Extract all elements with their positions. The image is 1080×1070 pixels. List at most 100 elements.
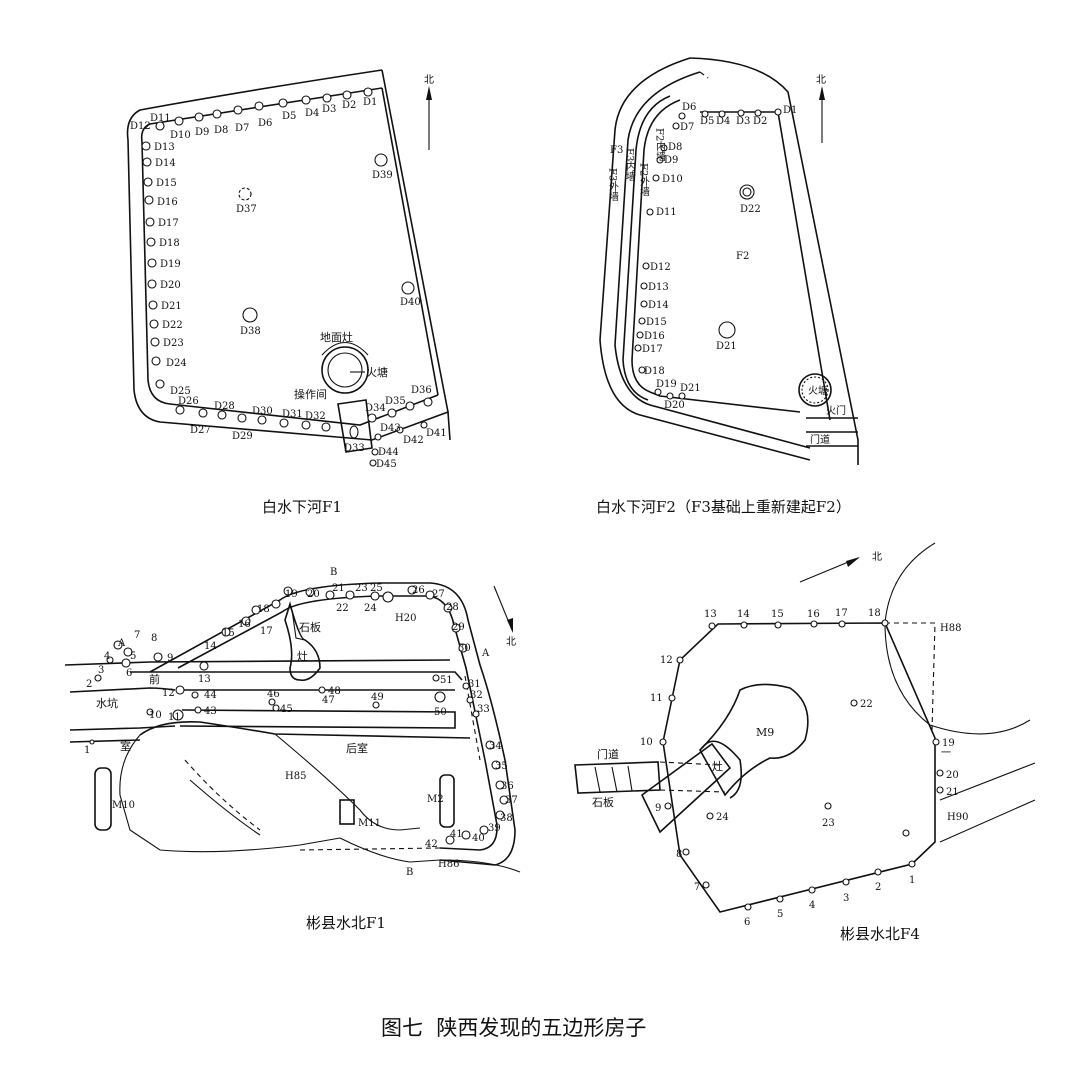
label: 20 — [946, 770, 959, 781]
label: D37 — [236, 204, 257, 215]
label: D28 — [214, 401, 235, 412]
label: D7 — [680, 122, 694, 133]
f2-firepit-label: 火塘 — [808, 384, 828, 397]
label: 12 — [660, 655, 673, 666]
label: 45 — [280, 704, 293, 715]
label: D22 — [740, 204, 761, 215]
m9-tomb — [699, 683, 809, 797]
f2-posts — [634, 108, 782, 400]
label: D17 — [158, 218, 179, 229]
label: D9 — [195, 127, 209, 138]
f3-outer-wall — [599, 57, 811, 461]
binxian-f4-stove-label: 灶 — [712, 760, 723, 773]
label: D32 — [305, 411, 326, 422]
label: D30 — [252, 406, 273, 417]
label: D21 — [161, 301, 182, 312]
caption-p2: 白水下河F2（F3基础上重新建起F2） — [596, 498, 851, 516]
label: D22 — [162, 320, 183, 331]
binxian-f4-posts — [659, 619, 944, 911]
label: D4 — [305, 108, 319, 119]
f1-post-d40 — [401, 281, 415, 295]
binxian-f1-outer-wall — [149, 582, 516, 866]
label: D9 — [664, 155, 678, 166]
figure-title: 图七 陕西发现的五边形房子 — [381, 1016, 646, 1040]
f1-posts-left — [141, 141, 165, 389]
label: 22 — [860, 699, 873, 710]
label: 6 — [126, 668, 132, 679]
label: D19 — [656, 379, 677, 390]
label: 17 — [260, 626, 273, 637]
f1-post-d37 — [238, 187, 252, 201]
label: H90 — [947, 812, 968, 823]
label: D27 — [190, 425, 211, 436]
m10-tomb — [94, 767, 112, 831]
label: 18 — [868, 608, 881, 619]
label: 7 — [694, 882, 700, 893]
label: D16 — [157, 197, 178, 208]
label: 46 — [267, 689, 280, 700]
label: D2 — [753, 116, 767, 127]
binxian-stove-label: 灶 — [297, 650, 308, 663]
label: M10 — [112, 800, 135, 811]
label: 37 — [505, 795, 518, 806]
label: D4 — [716, 116, 730, 127]
f1-posts-top — [155, 87, 373, 131]
label: 23 — [355, 583, 368, 594]
plan-binxian-f1: 北 — [64, 567, 521, 878]
label: 8 — [151, 633, 157, 644]
label: D39 — [372, 170, 393, 181]
north-arrow-icon: 北 — [799, 551, 882, 583]
label: D5 — [700, 116, 714, 127]
label: 6 — [744, 917, 750, 928]
label: D18 — [159, 238, 180, 249]
binxian-front-label: 前 — [149, 672, 160, 686]
label: 40 — [472, 833, 485, 844]
label: H86 — [438, 859, 459, 870]
label: D8 — [668, 142, 682, 153]
label: 31 — [468, 679, 481, 690]
north-label: 北 — [424, 74, 434, 86]
label: D26 — [178, 396, 199, 407]
label: 10 — [640, 737, 653, 748]
caption-p4: 彬县水北F4 — [840, 925, 920, 943]
f1-stove-label: 地面灶 — [320, 331, 353, 344]
label: D13 — [154, 142, 175, 153]
label: 24 — [364, 603, 377, 614]
label: 13 — [704, 609, 717, 620]
label: 9 — [655, 803, 661, 814]
label: 7 — [134, 630, 140, 641]
label: D1 — [363, 97, 377, 108]
f1-outer-wall — [126, 69, 451, 441]
label: 50 — [434, 707, 447, 718]
label: 27 — [432, 589, 445, 600]
label: 39 — [488, 823, 501, 834]
binxian-f4-stone-label: 石板 — [592, 795, 614, 809]
label: 15 — [771, 609, 784, 620]
f1-firepit — [321, 346, 369, 394]
label: 10 — [149, 710, 162, 721]
label: D10 — [170, 130, 191, 141]
label: A — [117, 638, 126, 649]
f1-firepit-label: 火塘 — [366, 365, 388, 379]
label: D24 — [166, 358, 187, 369]
label: 16 — [807, 609, 820, 620]
label: D5 — [282, 111, 296, 122]
label: B — [330, 567, 337, 578]
label: 20 — [307, 589, 320, 600]
label: 15 — [222, 628, 235, 639]
label: H20 — [395, 613, 416, 624]
label: 49 — [371, 692, 384, 703]
label: 1 — [909, 875, 915, 886]
label: 19 — [285, 589, 298, 600]
label: 5 — [777, 909, 783, 920]
label: D34 — [365, 403, 386, 414]
binxian-stone-label: 石板 — [299, 620, 321, 634]
binxian-f1-labels: 19 20 21 22 23 25 24 26 27 28 29 30 31 3… — [84, 567, 518, 878]
north-label: 北 — [506, 636, 516, 648]
binxian-f1-stove — [284, 601, 321, 682]
north-arrow-icon: 北 — [493, 585, 516, 648]
label: 14 — [204, 641, 217, 652]
f2-outer-wall-label: F2外墙 — [638, 163, 650, 197]
label: D10 — [662, 174, 683, 185]
